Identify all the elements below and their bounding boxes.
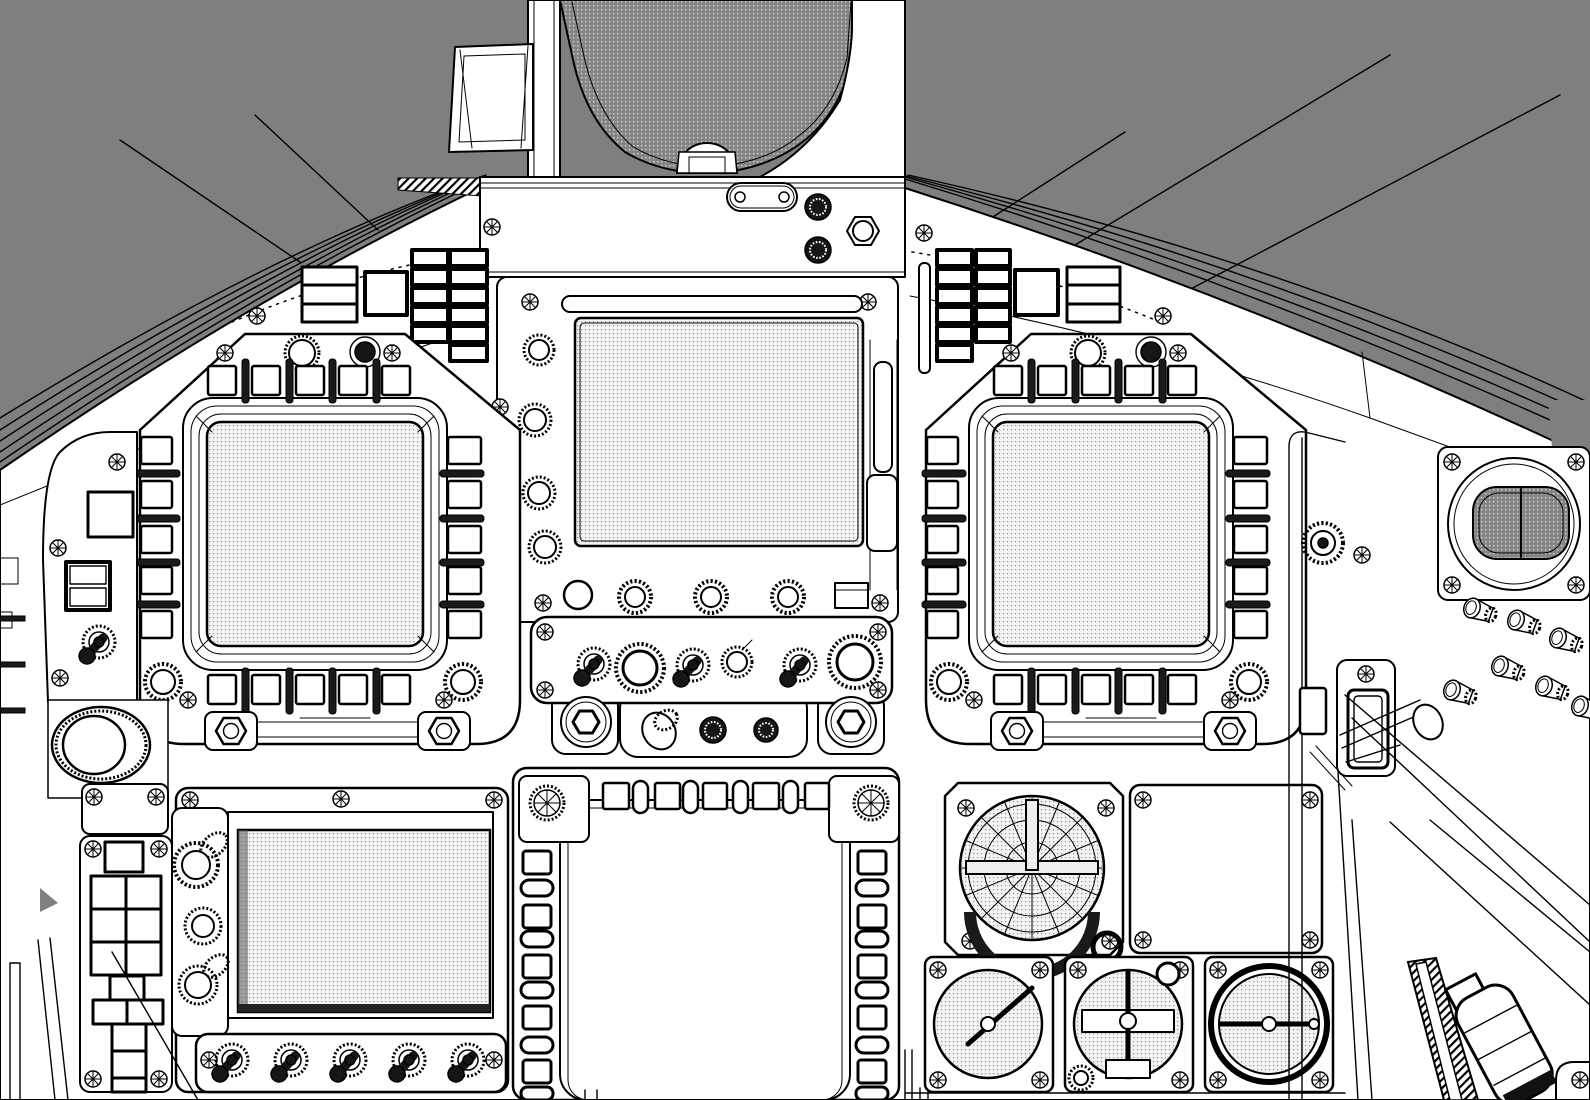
ufc-fastener-right [824, 695, 878, 749]
right-side-panel [1288, 431, 1448, 1100]
grip-handle[interactable] [1441, 963, 1559, 1100]
grab-rod[interactable] [918, 262, 931, 374]
standby-cluster [923, 781, 1335, 1094]
keypad-keys[interactable] [89, 840, 165, 1094]
ampcd-top-buttons[interactable] [601, 779, 831, 815]
annunciator-right [915, 224, 1172, 374]
ufc-display [573, 316, 865, 548]
ufc-volume-knob-1[interactable] [614, 642, 666, 694]
left-aux-display [171, 786, 510, 1094]
ufc-select-knob[interactable] [720, 639, 754, 679]
split-indicator-window [64, 560, 112, 612]
ufc-fastener-left [559, 695, 613, 749]
aux-display-screen [236, 828, 492, 1014]
parking-brake-drum-knob[interactable] [47, 699, 169, 799]
standby-attitude-indicator [943, 781, 1125, 980]
right-console-seams [1337, 694, 1590, 1100]
canopy-latch-assembly[interactable] [1309, 659, 1448, 791]
ufc-mid-knob-row[interactable] [534, 579, 889, 615]
blank-instrument-panel [1128, 783, 1324, 955]
hud-right-frame [759, 0, 906, 178]
standby-gauge-altimeter [1203, 955, 1335, 1094]
ufc-small-button[interactable] [834, 582, 869, 609]
aux-knob-2[interactable] [183, 906, 223, 946]
right-ddi[interactable] [922, 334, 1306, 750]
ampcd-screen [559, 799, 851, 1100]
control-grip-area [1406, 956, 1559, 1100]
annunciator-left-column-b [448, 248, 489, 363]
aux-knob-3[interactable] [177, 950, 233, 1006]
standby-gauge-adi [1063, 955, 1195, 1094]
hud-assembly [448, 0, 906, 179]
glareshield-top-bar [397, 176, 906, 278]
annunciator-right-column-b [974, 248, 1012, 344]
ufc-sub-panel [529, 615, 894, 705]
left-keypad-panel [79, 783, 173, 1094]
side-panel-button[interactable] [86, 490, 135, 539]
aux-knob-strip [171, 807, 233, 1037]
ufc-panel [491, 276, 899, 758]
annunciator-left-column-a [410, 248, 450, 344]
ampcd-right-buttons[interactable] [854, 849, 890, 1100]
aux-toggle-row [194, 1032, 508, 1094]
hud-contrast-knob[interactable] [804, 236, 832, 264]
standby-gauge-airspeed [923, 955, 1055, 1094]
left-console-seams [9, 888, 199, 1100]
ampcd-left-buttons[interactable] [519, 849, 555, 1100]
ampcd [511, 766, 901, 1100]
left-ddi[interactable] [136, 334, 520, 750]
left-side-panel [0, 431, 138, 714]
ufc-left-knobs[interactable] [491, 333, 563, 565]
right-panel-button[interactable] [1298, 686, 1328, 736]
glareshield-arc [0, 174, 1590, 463]
hud-brightness-knob[interactable] [804, 193, 832, 221]
hex-nut [846, 216, 880, 246]
ufc-side-slider[interactable] [866, 339, 898, 591]
bottom-right-corner-panel [1555, 1061, 1590, 1100]
ufc-tab-knobs[interactable] [636, 706, 779, 755]
annunciator-left [248, 218, 501, 363]
right-panel-rosette-knob[interactable] [1301, 521, 1345, 565]
adi-cage-knob[interactable] [1067, 1064, 1095, 1092]
ufc-screw [521, 293, 539, 311]
hud-mount-plate [726, 182, 798, 212]
ufc-volume-knob-2[interactable] [827, 634, 883, 690]
aux-knob-1[interactable] [172, 828, 232, 889]
hud-spotlight-box [448, 43, 534, 153]
utility-light [1437, 446, 1590, 601]
standby-compass-dome [676, 142, 738, 174]
annunciator-right-column-a [935, 248, 974, 363]
